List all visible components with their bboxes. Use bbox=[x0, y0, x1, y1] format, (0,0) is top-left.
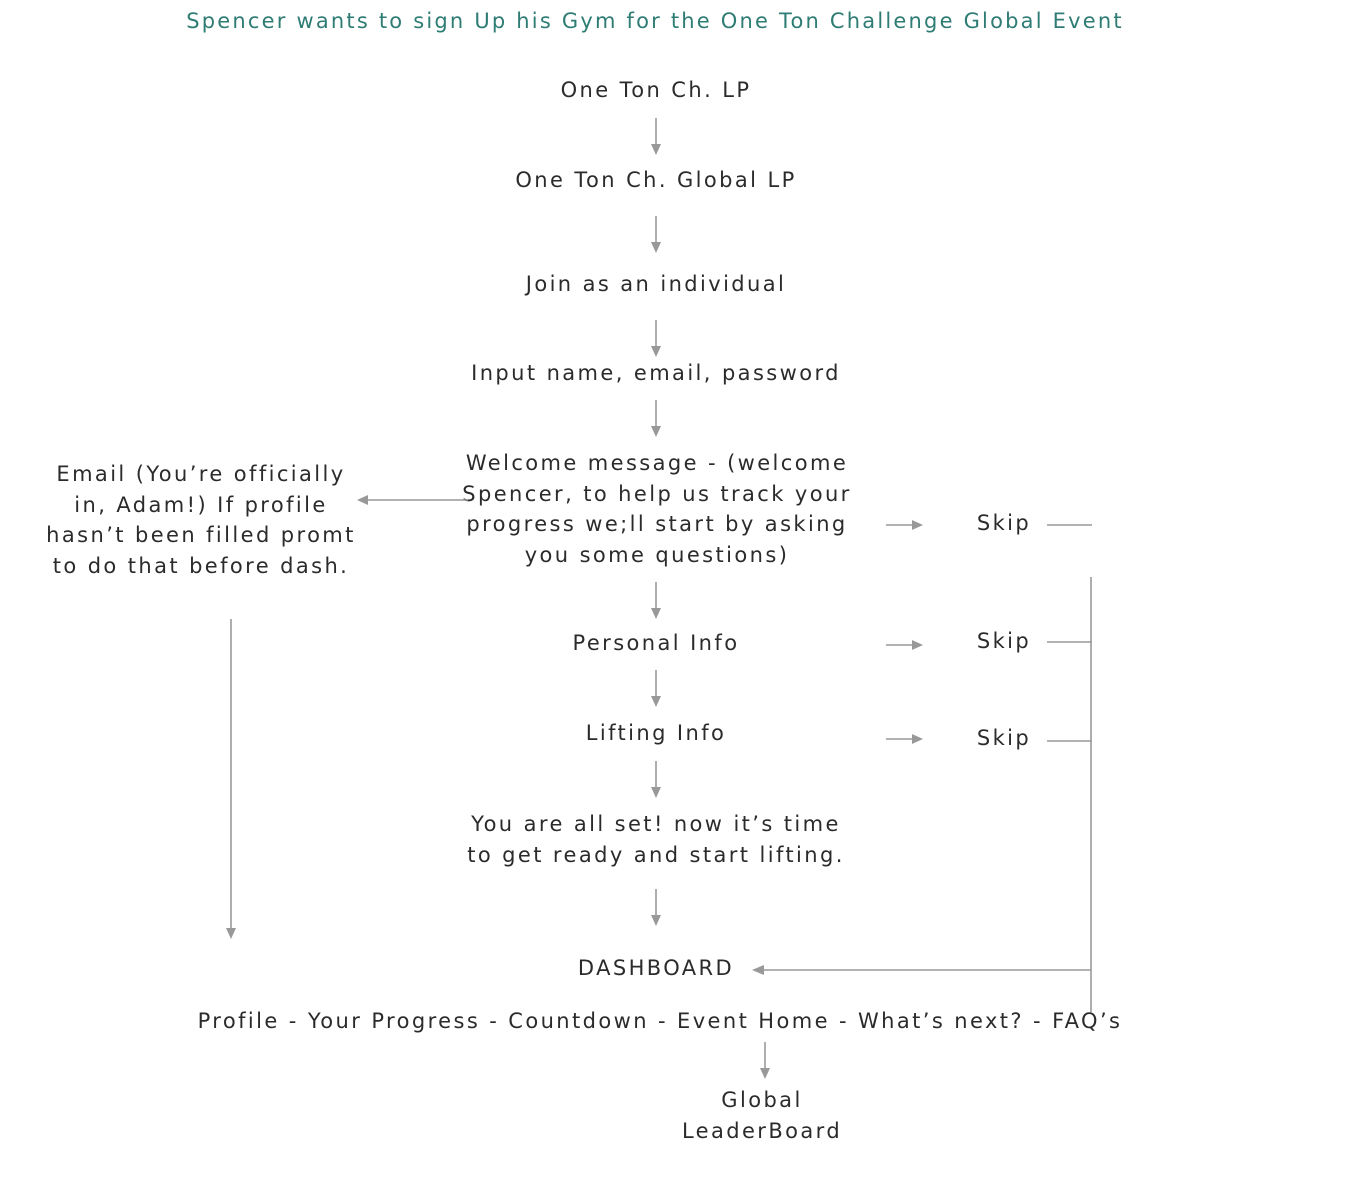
node-global-lp: One Ton Ch. Global LP bbox=[515, 168, 797, 192]
arrow-lp-to-global bbox=[651, 118, 661, 155]
arrow-skip-to-dashboard bbox=[752, 965, 1091, 975]
node-dashboard: DASHBOARD bbox=[577, 956, 735, 980]
arrow-welcome-to-email bbox=[357, 495, 468, 505]
skip-lifting-info: Skip bbox=[976, 726, 1032, 750]
skip-personal-info: Skip bbox=[976, 629, 1032, 653]
node-lifting-info: Lifting Info bbox=[585, 721, 727, 745]
arrow-lifting-to-allset bbox=[651, 761, 661, 798]
arrow-to-skip-welcome bbox=[886, 520, 923, 530]
node-dashboard-menu: Profile - Your Progress - Countdown - Ev… bbox=[197, 1009, 1123, 1033]
node-personal-info: Personal Info bbox=[572, 631, 740, 655]
node-all-set: You are all set! now it’s time to get re… bbox=[467, 812, 845, 867]
node-welcome-message: Welcome message - (welcome Spencer, to h… bbox=[462, 451, 852, 567]
node-global-leaderboard: Global LeaderBoard bbox=[681, 1088, 843, 1143]
arrow-input-to-welcome bbox=[651, 400, 661, 437]
arrow-personal-to-lifting bbox=[651, 670, 661, 707]
node-one-ton-lp: One Ton Ch. LP bbox=[560, 78, 752, 102]
node-email-note: Email (You’re officially in, Adam!) If p… bbox=[46, 462, 356, 578]
diagram-title: Spencer wants to sign Up his Gym for the… bbox=[186, 9, 1124, 33]
skip-welcome: Skip bbox=[976, 511, 1032, 535]
arrow-global-to-join bbox=[651, 216, 661, 253]
node-input-credentials: Input name, email, password bbox=[471, 361, 841, 385]
arrow-to-skip-personal bbox=[886, 640, 923, 650]
node-join-individual: Join as an individual bbox=[525, 272, 787, 296]
arrow-menu-to-leaderboard bbox=[760, 1042, 770, 1079]
arrow-join-to-input bbox=[651, 320, 661, 357]
arrow-allset-to-dashboard bbox=[651, 889, 661, 926]
arrow-email-down bbox=[226, 619, 236, 939]
arrow-to-skip-lifting bbox=[886, 734, 923, 744]
arrow-welcome-to-personal bbox=[651, 582, 661, 619]
